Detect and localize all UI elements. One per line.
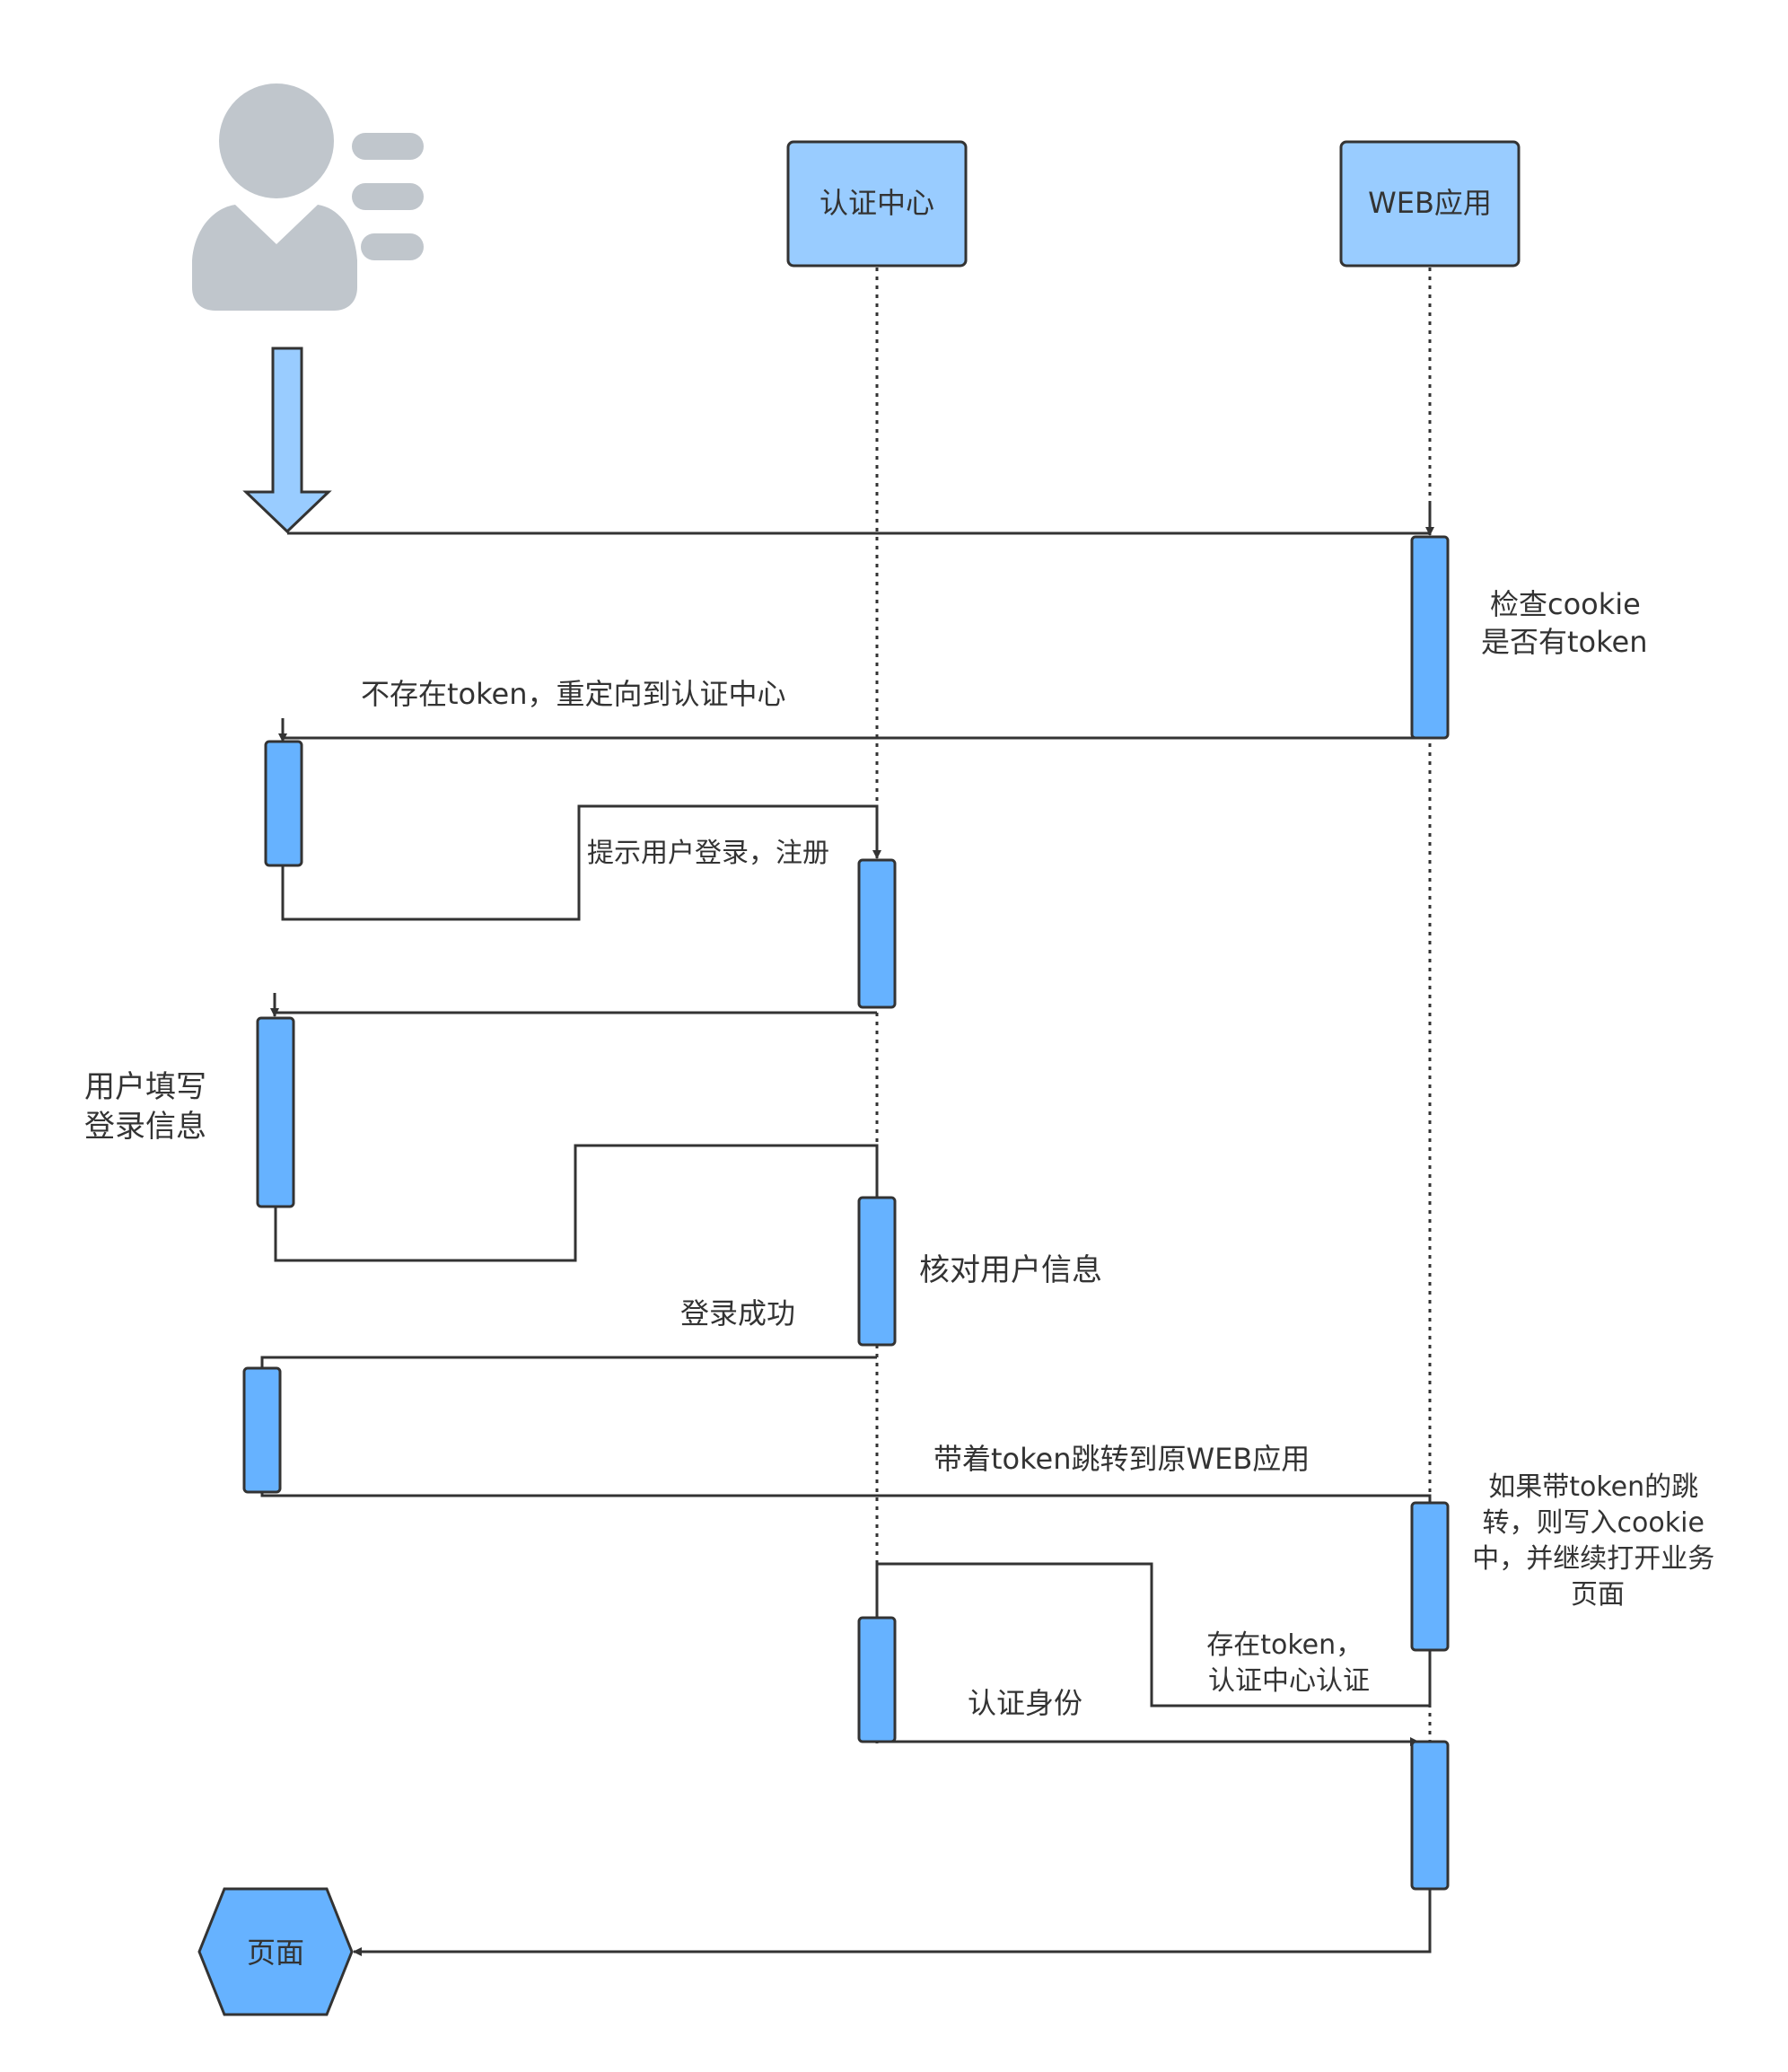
- activation-user-2: [256, 1016, 295, 1208]
- msg-prompt-login: [281, 804, 881, 921]
- svg-text:WEB应用: WEB应用: [1368, 186, 1492, 220]
- participant-auth-center: 认证中心: [786, 140, 968, 268]
- down-arrow-icon: [242, 347, 332, 534]
- svg-text:认证中心: 认证中心: [820, 186, 934, 220]
- label-no-token-redirect: 不存在token，重定向到认证中心: [361, 677, 786, 711]
- page-hexagon: 页面: [197, 1887, 354, 2016]
- label-check-cookie: 检查cookie 是否有token: [1481, 587, 1650, 659]
- activation-web-3: [1410, 1740, 1450, 1891]
- msg-access-web: [287, 531, 1432, 535]
- msg-redirect: [281, 736, 1430, 742]
- activation-auth-3: [857, 1616, 897, 1743]
- msg-redirect-with-token: [260, 1492, 1432, 1503]
- msg-open-page: [353, 1889, 1432, 1956]
- activation-web-check: [1410, 535, 1450, 740]
- label-user-fill: 用户填写 登录信息: [84, 1069, 216, 1145]
- msg-to-user-form: [273, 1011, 877, 1016]
- msg-token-verify: [875, 1562, 1432, 1708]
- label-token-exists: 存在token， 认证中心认证: [1206, 1629, 1371, 1697]
- label-verify-user: 核对用户信息: [919, 1252, 1102, 1288]
- label-prompt-login: 提示用户登录，注册: [587, 838, 829, 869]
- participant-web-app: WEB应用: [1339, 140, 1521, 268]
- activation-auth-2: [857, 1196, 897, 1347]
- msg-submit-login: [274, 1144, 879, 1262]
- user-icon: [192, 83, 424, 311]
- label-auth-identity: 认证身份: [968, 1686, 1082, 1720]
- label-redirect-with-token: 带着token跳转到原WEB应用: [933, 1442, 1310, 1476]
- label-login-success: 登录成功: [680, 1296, 795, 1330]
- activation-user-1: [264, 740, 303, 867]
- msg-login-success: [260, 1356, 877, 1368]
- svg-text:页面: 页面: [247, 1936, 304, 1970]
- activation-web-2: [1410, 1501, 1450, 1652]
- activation-user-3: [242, 1366, 282, 1494]
- label-write-cookie: 如果带token的跳 转，则写入cookie 中，并继续打开业务 页面: [1472, 1471, 1723, 1611]
- activation-auth-1: [857, 858, 897, 1009]
